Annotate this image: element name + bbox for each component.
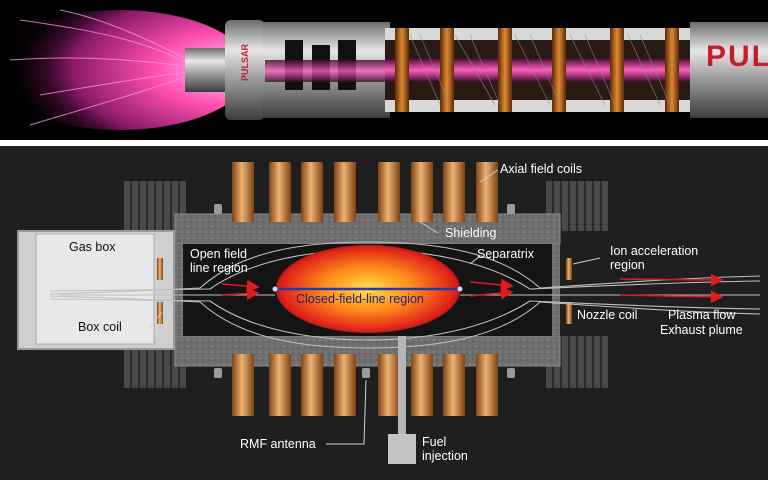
label-rmf-antenna: RMF antenna: [240, 437, 316, 451]
label-separatrix: Separatrix: [477, 247, 534, 261]
exhaust-plume-glow: [0, 10, 250, 130]
label-closed-field-line-region: Closed-field-line region: [296, 292, 424, 306]
label-shielding: Shielding: [445, 226, 497, 240]
axial-field-coils-top: [232, 162, 498, 222]
x-point-right: [457, 286, 463, 292]
label-exhaust-plume: Exhaust plume: [660, 323, 743, 337]
fuel-injection-tank: [388, 434, 416, 464]
plasma-flow-arrows: [221, 273, 724, 304]
label-box-coil: Box coil: [78, 320, 122, 334]
leader-separatrix: [469, 255, 481, 265]
label-ion-acceleration-region: Ion acceleration region: [610, 244, 699, 272]
nozzle-coil-top: [566, 258, 572, 280]
box-coil-top: [157, 258, 163, 280]
label-fuel-injection: Fuel injection: [422, 435, 468, 463]
leader-axial-coils: [479, 169, 499, 183]
label-plasma-flow: Plasma flow: [668, 308, 736, 322]
label-axial-field-coils: Axial field coils: [500, 162, 582, 176]
box-coil-bottom: [157, 302, 163, 324]
axial-field-coils-bottom: [232, 354, 498, 416]
leader-shielding: [419, 221, 439, 234]
thruster-schematic: [0, 146, 768, 480]
rmf-antenna-studs: [214, 204, 515, 378]
fuel-injection-pipe: [398, 336, 406, 436]
leader-box-coil: [149, 311, 163, 328]
leader-ion-accel: [572, 257, 601, 265]
nozzle-coil-bottom: [566, 302, 572, 324]
brand-logo-small: PULSAR: [240, 44, 250, 82]
thruster-nozzle: [185, 48, 230, 92]
leader-rmf: [326, 379, 367, 445]
label-nozzle-coil: Nozzle coil: [577, 308, 638, 322]
thruster-render-illustration: [0, 0, 768, 140]
thruster-render-panel: PUL PULSAR: [0, 0, 768, 140]
schematic-diagram-panel: Axial field coils Shielding Gas box Open…: [0, 146, 768, 480]
label-open-field-line-region: Open field line region: [190, 247, 248, 275]
brand-logo-large: PUL: [706, 40, 768, 73]
x-point-left: [272, 286, 278, 292]
label-gas-box: Gas box: [69, 240, 116, 254]
